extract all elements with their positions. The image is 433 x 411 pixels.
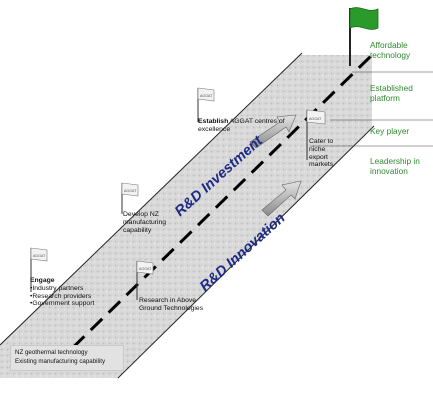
- milestone-establish-text: AGGAT centres of excellence: [198, 118, 285, 133]
- milestone-engage: Engage Industry partners Research provid…: [30, 277, 120, 308]
- investment-arrow-icon: [249, 114, 297, 149]
- milestone-establish: Establish AGGAT centres of excellence: [198, 118, 290, 134]
- milestone-engage-list: Industry partners Research providers Gov…: [30, 285, 120, 308]
- flag-label: AGGAT: [33, 254, 46, 258]
- flag-icon: [306, 109, 326, 160]
- outcome-established-platform: Established platform: [370, 83, 413, 104]
- milestone-cater: Cater to niche export markets: [309, 138, 334, 169]
- innovation-arrow-icon: [261, 180, 302, 217]
- flag-icon: [136, 260, 154, 300]
- flag-label: AGGAT: [200, 94, 213, 98]
- start-box-line-2: Existing manufacturing capability: [15, 358, 106, 365]
- flag-label: AGGAT: [309, 117, 322, 121]
- start-box: NZ geothermal technology Existing manufa…: [10, 345, 124, 371]
- goal-flag-icon: [349, 7, 379, 66]
- list-item: Research providers: [30, 293, 120, 301]
- milestone-develop: Develop NZ manufacturing capability: [123, 211, 167, 234]
- outcome-affordable-technology: Affordable technology: [370, 40, 411, 61]
- milestone-research: Research in Above Ground Technologies: [139, 297, 204, 312]
- milestone-engage-title: Engage: [30, 277, 55, 284]
- outcome-key-player: Key player: [370, 126, 410, 136]
- flag-label: AGGAT: [139, 267, 152, 271]
- outcome-leadership-innovation: Leadership in innovation: [370, 156, 420, 177]
- flag-icon: [121, 182, 139, 214]
- milestone-establish-title: Establish: [198, 118, 229, 125]
- road-edge-bottom: [117, 125, 375, 379]
- flag-icon: [197, 87, 215, 122]
- flag-icon: [30, 247, 48, 292]
- list-item: Industry partners: [30, 285, 120, 293]
- flag-label: AGGAT: [124, 189, 137, 193]
- list-item: Government support: [30, 300, 120, 308]
- start-box-line-1: NZ geothermal technology: [15, 349, 88, 356]
